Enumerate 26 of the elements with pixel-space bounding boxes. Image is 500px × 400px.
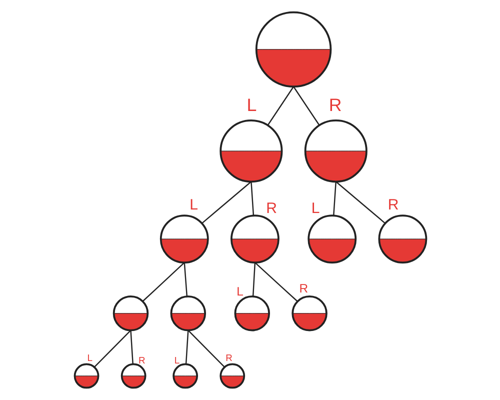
- connector: [130, 330, 133, 364]
- connector: [335, 181, 386, 224]
- connector: [254, 262, 298, 302]
- node-label: L: [246, 95, 256, 115]
- connector: [332, 182, 336, 216]
- connector: [201, 181, 252, 224]
- connector: [184, 330, 188, 364]
- connector: [266, 86, 294, 126]
- node-label: R: [138, 354, 145, 366]
- connector: [187, 330, 224, 368]
- node-label: R: [266, 200, 276, 217]
- connector: [250, 182, 254, 216]
- node-label: L: [174, 354, 180, 366]
- connector: [94, 330, 131, 368]
- node-label: R: [298, 281, 308, 296]
- node-label: L: [310, 200, 320, 217]
- connector: [183, 262, 188, 296]
- node-label: L: [189, 196, 198, 214]
- connector: [252, 262, 256, 296]
- connector: [142, 262, 184, 302]
- node-label: L: [86, 352, 92, 363]
- node-label: R: [225, 352, 232, 363]
- node-label: R: [387, 196, 398, 214]
- node-label: R: [328, 95, 342, 115]
- connector: [292, 86, 320, 126]
- node-label: L: [236, 284, 243, 298]
